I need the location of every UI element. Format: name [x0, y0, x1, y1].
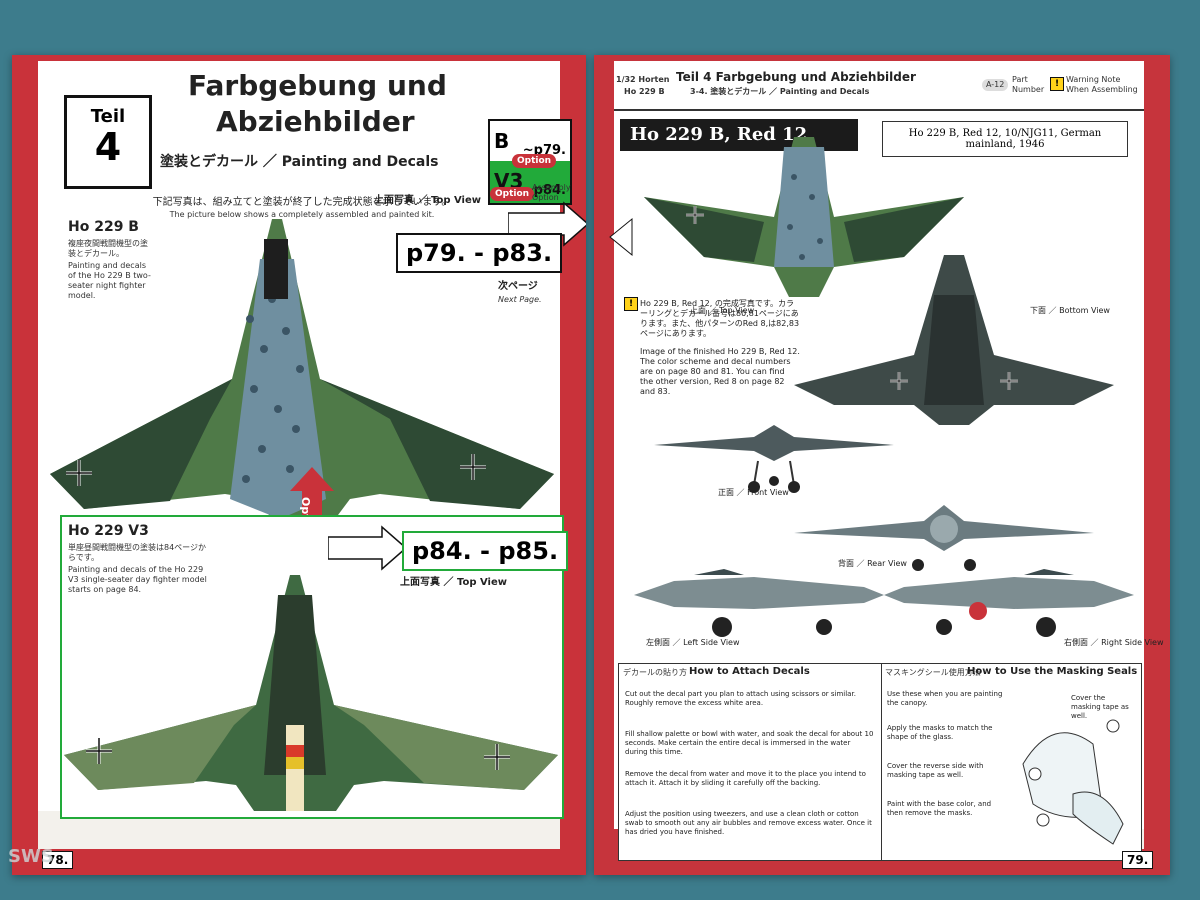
decals-panel: デカールの貼り方 How to Attach Decals Cut out th…	[619, 664, 882, 860]
right-left-side-view-image	[634, 569, 884, 637]
intro-en: The picture below shows a completely ass…	[169, 210, 435, 219]
b-section-desc-jp: 複座夜間戦闘機型の塗装とデカール。	[68, 239, 148, 258]
assembly-option: Assembly Option	[532, 183, 571, 202]
left-page: Teil 4 Farbgebung und Abziehbilder 塗装とデカ…	[12, 55, 586, 875]
bottom-view-label: 下面 ／ Bottom View	[1030, 306, 1110, 315]
right-top-view-image	[644, 137, 964, 297]
right-page-header: 1/32 Horten Ho 229 B Teil 4 Farbgebung u…	[614, 65, 1144, 111]
version-b-label: B	[494, 129, 510, 153]
page-title-line1: Farbgebung und	[188, 69, 447, 102]
scale-label: 1/32 Horten	[616, 75, 670, 84]
part-ref-badge: A-12	[982, 79, 1009, 91]
option-badge: Option	[490, 187, 535, 201]
masking-title-jp: マスキングシール使用方法	[885, 668, 981, 677]
page-title-line2: Abziehbilder	[216, 105, 415, 138]
front-view-label: 正面 ／ Front View	[718, 488, 789, 497]
masking-title: How to Use the Masking Seals	[967, 666, 1138, 677]
instructions-panel: デカールの貼り方 How to Attach Decals Cut out th…	[618, 663, 1142, 861]
b-top-view-label: 上面写真 ／ Top View	[374, 195, 481, 206]
ho229v3-top-view-image	[64, 575, 558, 811]
v3-page-range: p84. - p85.	[402, 531, 569, 571]
header-subtitle: 3-4. 塗装とデカール ／ Painting and Decals	[690, 87, 870, 96]
right-page-number: 79.	[1122, 851, 1154, 869]
mask-step-1: Use these when you are painting the cano…	[887, 690, 1003, 707]
left-page-red-border	[12, 55, 586, 875]
mask-step-4: Paint with the base color, and then remo…	[887, 800, 992, 817]
v3-section-desc-en: Painting and decals of the Ho 229 V3 sin…	[68, 565, 207, 594]
mask-step-2: Apply the masks to match the shape of th…	[887, 724, 993, 741]
right-front-view-image	[654, 425, 894, 493]
masking-panel: マスキングシール使用方法 How to Use the Masking Seal…	[881, 664, 1143, 860]
next-page-en: Next Page.	[498, 295, 542, 304]
canopy-diagram-icon	[1022, 719, 1124, 845]
v3-section-title: Ho 229 V3	[68, 523, 149, 539]
part-number-label: Part Number	[1012, 75, 1045, 94]
ho229b-top-view-image	[50, 219, 554, 519]
top-view-label: 上面 ／ Top View	[690, 306, 755, 315]
decal-step-4: Adjust the position using tweezers, and …	[625, 810, 872, 836]
b-section-title: Ho 229 B	[68, 219, 139, 235]
intro-jp: 下記写真は、組み立てと塗装が終了した完成状態を示しています。	[152, 197, 452, 208]
right-rear-view-image	[794, 505, 1094, 571]
page-subtitle: 塗装とデカール ／ Painting and Decals	[160, 154, 439, 170]
mask-step-3: Cover the reverse side with masking tape…	[887, 762, 984, 779]
right-side-view-label: 右側面 ／ Right Side View	[1064, 638, 1164, 647]
right-page: 1/32 Horten Ho 229 B Teil 4 Farbgebung u…	[594, 55, 1170, 875]
left-page-number: 78.	[42, 851, 74, 869]
watermark-logo: SWS	[8, 846, 54, 867]
teil-label: Teil	[90, 106, 126, 127]
model-label: Ho 229 B	[624, 87, 665, 96]
v3-top-view-label: 上面写真 ／ Top View	[400, 577, 507, 588]
decal-step-3: Remove the decal from water and move it …	[625, 770, 866, 787]
v3-section-desc-jp: 単座昼間戦闘機型の塗装は84ページからです。	[68, 543, 207, 562]
warning-label: Warning Note When Assembling	[1066, 75, 1138, 94]
note-jp: Ho 229 B, Red 12, の完成写真です。カラーリングとデカール番号は…	[640, 299, 800, 338]
warning-icon: !	[624, 297, 638, 311]
model-caption: Ho 229 B, Red 12, 10/NJG11, German mainl…	[882, 121, 1128, 157]
version-option-badge: Option	[512, 154, 557, 168]
right-bottom-view-image	[794, 255, 1114, 425]
warning-icon: !	[1050, 77, 1064, 91]
next-page-jp: 次ページ	[498, 281, 538, 292]
left-side-view-label: 左側面 ／ Left Side View	[646, 638, 740, 647]
mask-cover-note: Cover the masking tape as well.	[1071, 694, 1129, 720]
header-title: Teil 4 Farbgebung und Abziehbilder	[676, 70, 916, 84]
teil-number: 4	[94, 125, 122, 169]
b-page-range: p79. - p83.	[396, 233, 563, 273]
teil-box: Teil 4	[64, 95, 152, 189]
decals-title: How to Attach Decals	[689, 666, 810, 677]
arrow-right-icon	[328, 525, 408, 571]
rear-view-label: 背面 ／ Rear View	[838, 559, 907, 568]
right-right-side-view-image	[884, 569, 1134, 637]
decal-step-2: Fill shallow palette or bowl with water,…	[625, 730, 874, 756]
model-banner: Ho 229 B, Red 12,	[620, 119, 858, 151]
b-section-desc-en: Painting and decals of the Ho 229 B two-…	[68, 261, 151, 300]
decals-title-jp: デカールの貼り方	[623, 668, 687, 677]
decal-step-1: Cut out the decal part you plan to attac…	[625, 690, 856, 707]
note-en: Image of the finished Ho 229 B, Red 12. …	[640, 347, 800, 396]
pointer-triangle-icon	[609, 217, 633, 257]
